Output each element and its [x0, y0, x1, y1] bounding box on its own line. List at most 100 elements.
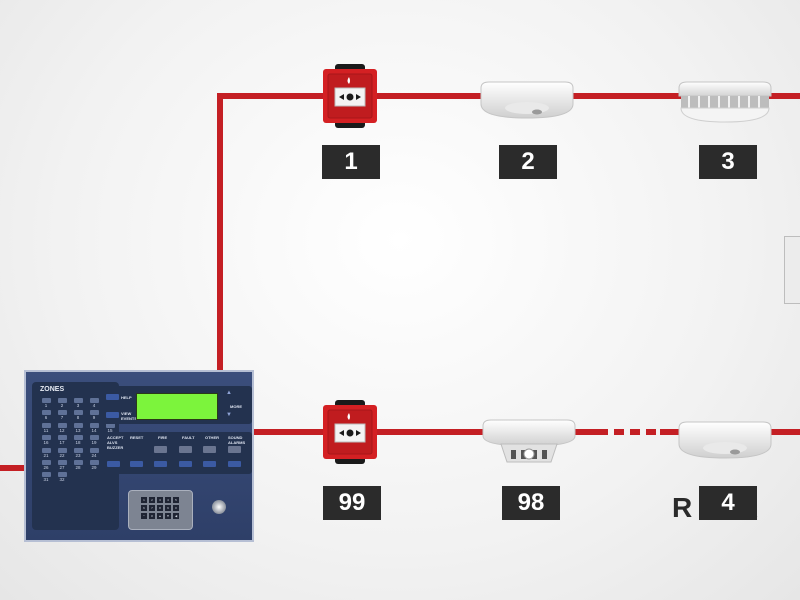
zone-indicator: 9 — [88, 410, 100, 422]
keypad-key[interactable]: 8 — [157, 505, 163, 511]
other-label: OTHER — [205, 435, 219, 440]
scroll-up-icon[interactable]: ▲ — [226, 390, 232, 396]
smoke-detector-top-2[interactable] — [677, 78, 773, 126]
fault-button[interactable] — [179, 461, 192, 467]
manual-call-point-icon — [323, 400, 377, 464]
zone-number: 3 — [76, 403, 80, 408]
zone-number: 22 — [59, 452, 65, 458]
fault-led — [203, 446, 216, 453]
zone-led — [73, 459, 83, 465]
zone-led — [41, 422, 51, 428]
smoke-detector-bottom[interactable] — [677, 418, 773, 460]
zone-number: 23 — [75, 452, 81, 458]
zone-led — [41, 435, 51, 441]
keypad-key[interactable]: * — [141, 513, 147, 519]
keypad-key[interactable]: ▼ — [165, 513, 171, 519]
fire-button[interactable] — [154, 461, 167, 467]
zone-led — [89, 398, 99, 403]
zone-led — [57, 447, 67, 453]
zone-indicator: 4 — [88, 398, 100, 410]
zone-number: 32 — [59, 477, 65, 483]
zone-led — [57, 398, 67, 403]
keypad-key[interactable]: # — [149, 513, 155, 519]
zone-led — [41, 410, 51, 416]
fire-alarm-control-panel[interactable]: ZONES 1234567891011121314151617181920212… — [24, 370, 254, 542]
keypad-key[interactable]: 4 — [165, 497, 171, 503]
accept-buzzer-label: ACCEPT ALVS BUZZER — [107, 435, 124, 450]
fault-label: FAULT — [182, 435, 195, 440]
zone-led — [41, 459, 51, 465]
zone-led — [73, 422, 83, 428]
zone-led — [57, 472, 67, 478]
view-events-button[interactable] — [106, 412, 119, 418]
other-led — [228, 446, 241, 453]
keypad-key[interactable]: 5 — [173, 497, 179, 503]
zone-indicator: 26 — [40, 459, 52, 472]
zone-number: 28 — [75, 464, 81, 470]
smoke-detector-vented-icon — [678, 81, 772, 123]
device-label-3: 3 — [699, 145, 757, 179]
scroll-down-icon[interactable]: ▼ — [226, 412, 232, 418]
zone-led — [41, 472, 51, 478]
zone-indicator: 31 — [40, 472, 52, 484]
zone-indicator: 11 — [40, 422, 52, 435]
zone-number: 26 — [43, 464, 49, 470]
zone-indicator: 14 — [88, 422, 100, 435]
zone-led — [73, 447, 83, 453]
zone-indicator: 8 — [72, 410, 84, 422]
zone-indicator: 23 — [72, 447, 84, 460]
zone-indicator: 28 — [72, 459, 84, 472]
key-lock-icon[interactable] — [212, 500, 226, 514]
zone-led — [105, 422, 115, 428]
keypad-key[interactable]: 6 — [141, 505, 147, 511]
accept-buzzer-button[interactable] — [107, 461, 120, 467]
zone-led — [57, 459, 67, 465]
keypad-key[interactable]: 0 — [173, 505, 179, 511]
other-button[interactable] — [203, 461, 216, 467]
zones-title: ZONES — [40, 386, 65, 393]
zone-indicator: 21 — [40, 447, 52, 460]
keypad-key[interactable]: 2 — [149, 497, 155, 503]
heat-detector-icon — [482, 419, 576, 463]
zone-led — [73, 435, 83, 441]
zone-number: 2 — [60, 403, 64, 408]
zone-led — [89, 435, 99, 441]
keypad-key[interactable]: 7 — [149, 505, 155, 511]
zone-number: 31 — [43, 477, 49, 483]
device-label-2: 2 — [499, 145, 557, 179]
wire-top-loop — [217, 93, 800, 375]
zone-led — [41, 398, 51, 403]
reset-button[interactable] — [130, 461, 143, 467]
zone-number: 17 — [59, 440, 65, 446]
zone-number: 8 — [76, 415, 80, 421]
zone-number: 4 — [92, 403, 96, 408]
keypad-key[interactable]: 1 — [141, 497, 147, 503]
zone-number: 21 — [43, 452, 49, 458]
zone-number: 11 — [43, 427, 49, 433]
keypad-key[interactable]: ◀ — [173, 513, 179, 519]
keypad-key[interactable]: 9 — [165, 505, 171, 511]
manual-call-point-top[interactable] — [321, 64, 379, 128]
manual-call-point-bottom[interactable] — [321, 400, 379, 464]
zone-indicator: 2 — [56, 398, 68, 410]
keypad-key[interactable]: ▲ — [157, 513, 163, 519]
zone-indicator: 1 — [40, 398, 52, 410]
fire-led — [179, 446, 192, 453]
zone-indicator: 16 — [40, 435, 52, 447]
smoke-detector-top-1[interactable] — [479, 78, 575, 120]
zone-led — [89, 410, 99, 416]
zone-indicator: 19 — [88, 435, 100, 447]
zone-number: 19 — [91, 440, 97, 446]
keypad-key[interactable]: 3 — [157, 497, 163, 503]
zone-number: 29 — [91, 464, 97, 470]
zone-indicator: 18 — [72, 435, 84, 447]
zone-indicator: 29 — [88, 459, 100, 472]
zone-indicator: 24 — [88, 447, 100, 460]
zone-indicator: 13 — [72, 422, 84, 435]
help-button[interactable] — [106, 394, 119, 400]
manual-call-point-icon — [323, 64, 377, 128]
zone-indicator: 12 — [56, 422, 68, 435]
sound-alarms-button[interactable] — [228, 461, 241, 467]
smoke-detector-icon — [480, 81, 574, 119]
heat-detector-bottom[interactable] — [481, 416, 577, 468]
